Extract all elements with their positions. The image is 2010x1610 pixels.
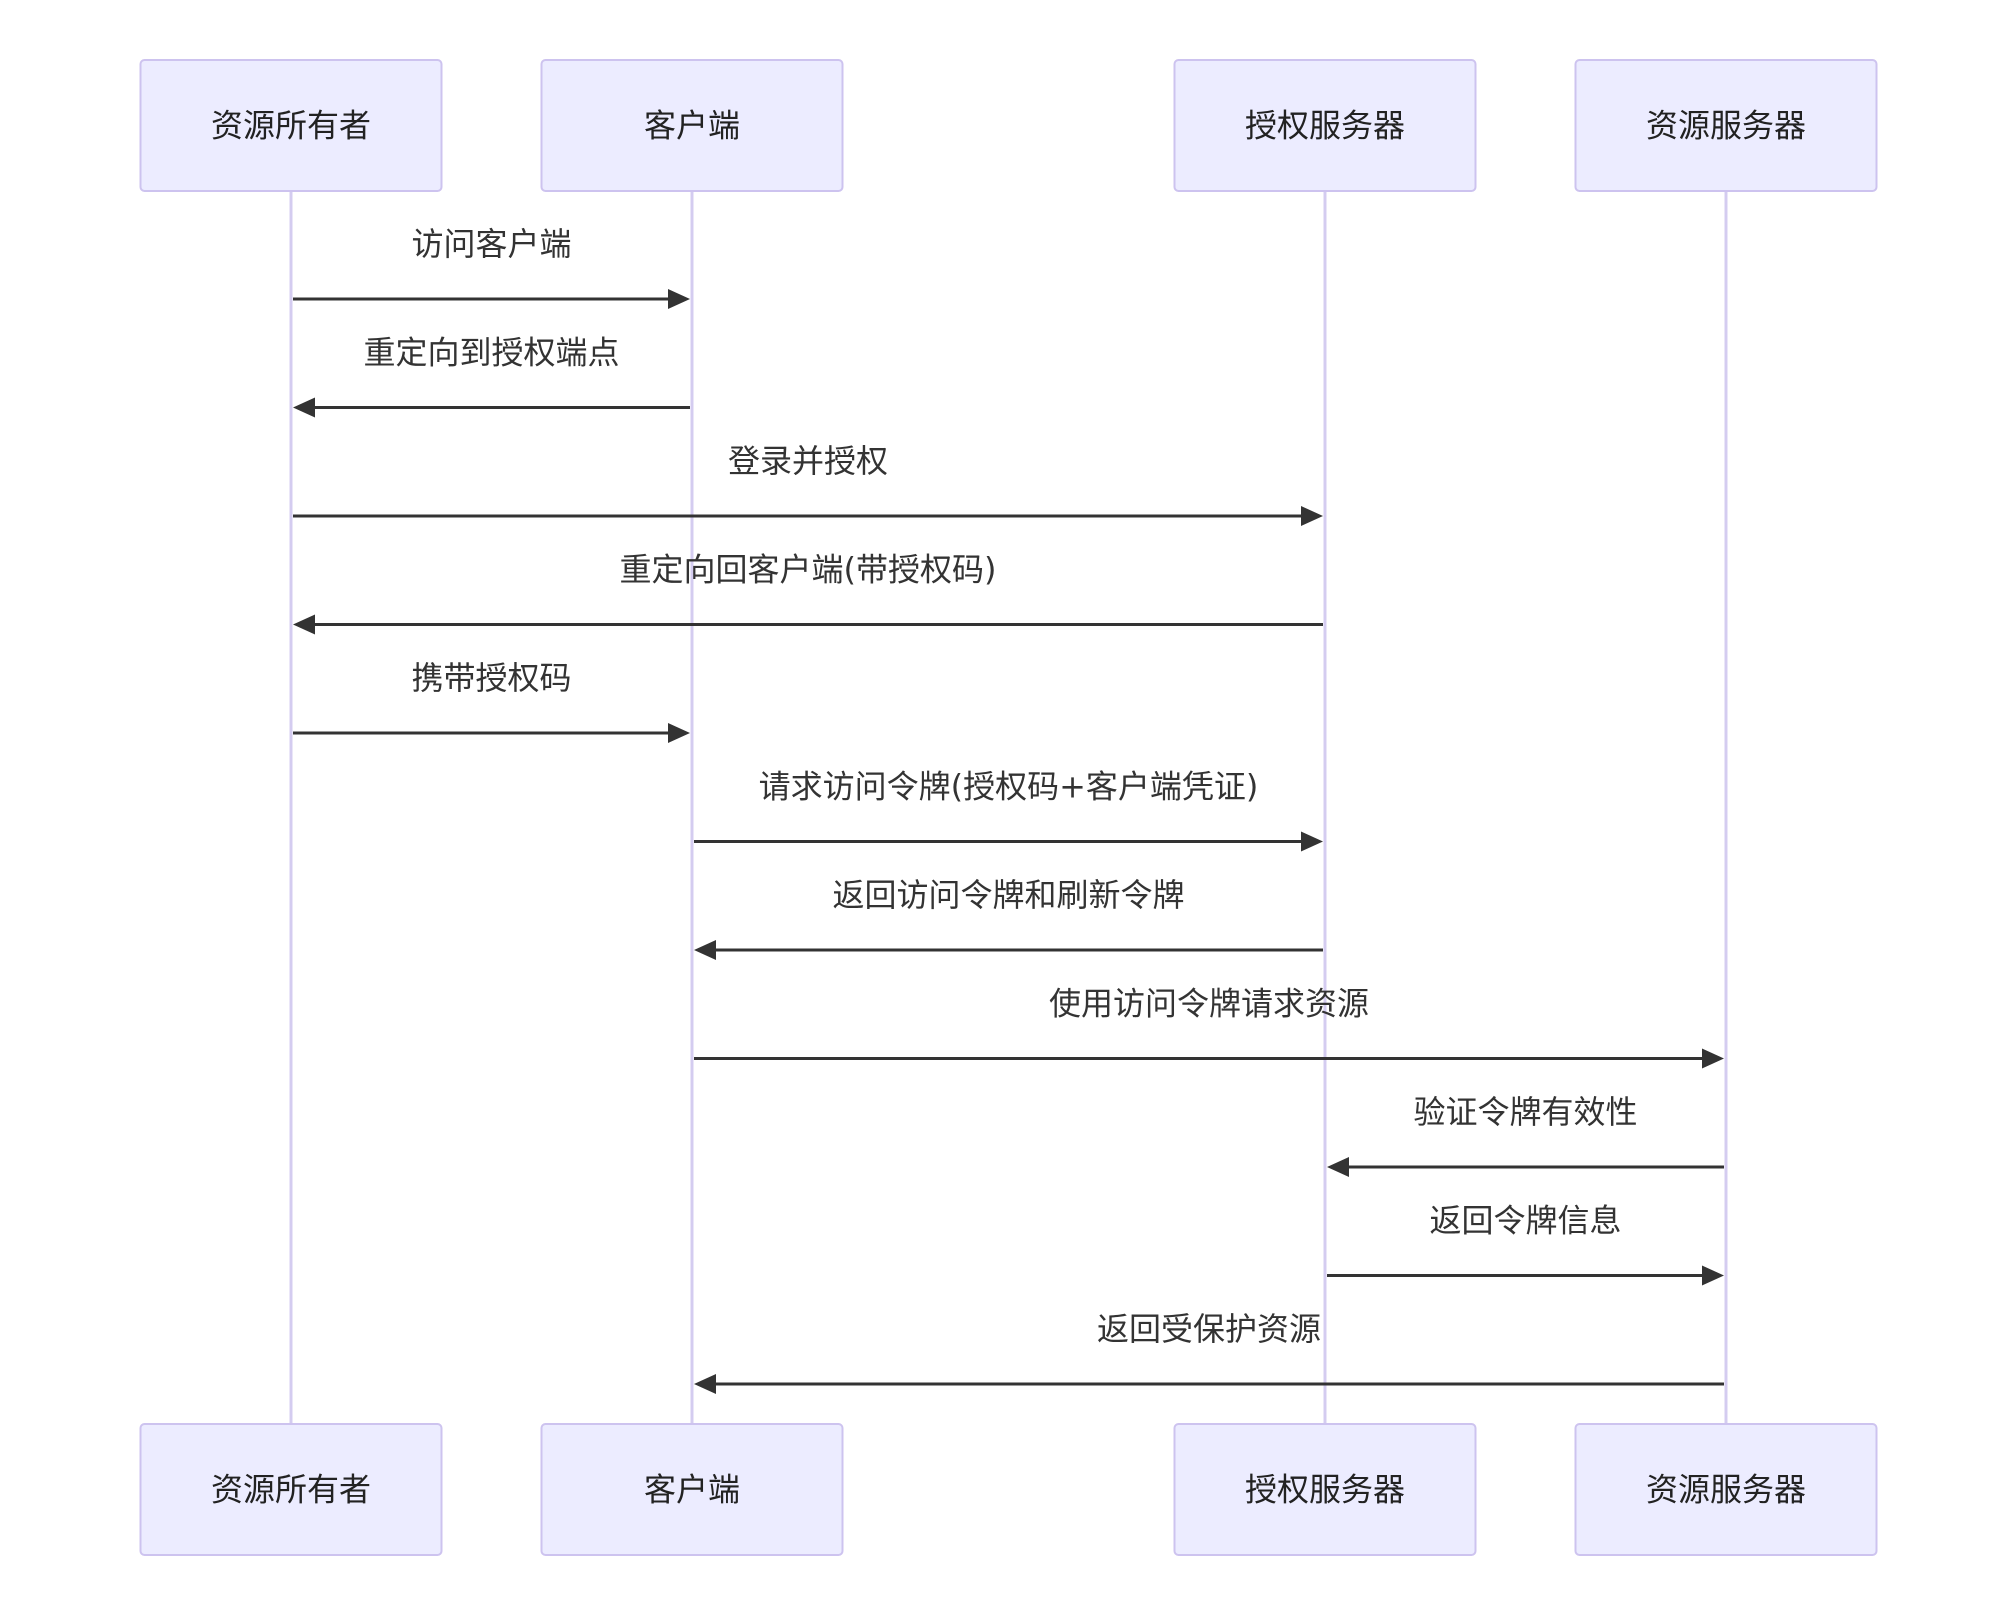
message-label: 返回受保护资源 (1097, 1310, 1321, 1348)
message-2: 重定向到授权端点 (293, 334, 690, 418)
message-11: 返回受保护资源 (694, 1310, 1724, 1394)
message-label: 携带授权码 (411, 659, 571, 697)
message-4: 重定向回客户端(带授权码) (293, 551, 1323, 635)
arrow-head-icon (1702, 1048, 1724, 1069)
message-label: 重定向到授权端点 (363, 334, 619, 372)
arrow-head-icon (293, 614, 315, 635)
actor-client-bottom: 客户端 (540, 1423, 844, 1556)
actor-resource-top: 资源服务器 (1574, 59, 1878, 192)
message-label: 登录并授权 (728, 442, 888, 480)
actor-client-top: 客户端 (540, 59, 844, 192)
message-label: 访问客户端 (411, 225, 571, 263)
actor-auth-bottom: 授权服务器 (1173, 1423, 1477, 1556)
actor-resource-bottom: 资源服务器 (1574, 1423, 1878, 1556)
actors-bottom: 资源所有者 客户端 授权服务器 资源服务器 (139, 1423, 1878, 1556)
actor-owner-top: 资源所有者 (139, 59, 443, 192)
actor-box (1173, 1423, 1477, 1556)
actor-box (139, 1423, 443, 1556)
arrow-head-icon (1301, 831, 1323, 852)
arrow-head-icon (668, 289, 690, 309)
actor-label: 客户端 (644, 1471, 740, 1509)
message-10: 返回令牌信息 (1327, 1202, 1724, 1286)
message-7: 返回访问令牌和刷新令牌 (694, 876, 1323, 960)
actor-label: 客户端 (644, 107, 740, 145)
arrow-head-icon (1702, 1265, 1724, 1286)
actor-owner-bottom: 资源所有者 (139, 1423, 443, 1556)
arrow-head-icon (293, 397, 315, 418)
arrow-head-icon (694, 1374, 716, 1394)
message-label: 返回令牌信息 (1429, 1202, 1621, 1240)
actor-box (139, 59, 443, 192)
actor-box (1574, 59, 1878, 192)
actor-label: 资源所有者 (211, 1471, 371, 1509)
arrow-head-icon (1301, 506, 1323, 526)
actor-box (540, 1423, 844, 1556)
arrow-head-icon (1327, 1157, 1349, 1177)
message-6: 请求访问令牌(授权码+客户端凭证) (694, 768, 1323, 852)
message-9: 验证令牌有效性 (1327, 1093, 1724, 1177)
actor-auth-top: 授权服务器 (1173, 59, 1477, 192)
message-label: 重定向回客户端(带授权码) (620, 551, 997, 589)
actor-label: 资源服务器 (1646, 107, 1806, 145)
lifelines (289, 191, 1728, 1424)
actor-label: 授权服务器 (1245, 1471, 1405, 1509)
actor-box (1574, 1423, 1878, 1556)
arrow-head-icon (694, 940, 716, 960)
message-3: 登录并授权 (293, 442, 1323, 526)
actor-label: 授权服务器 (1245, 107, 1405, 145)
actor-label: 资源所有者 (211, 107, 371, 145)
actor-box (1173, 59, 1477, 192)
message-label: 使用访问令牌请求资源 (1049, 985, 1369, 1023)
message-label: 验证令牌有效性 (1413, 1093, 1637, 1131)
message-5: 携带授权码 (293, 659, 690, 743)
message-8: 使用访问令牌请求资源 (694, 985, 1724, 1069)
actors-top: 资源所有者 客户端 授权服务器 资源服务器 (139, 59, 1878, 192)
message-1: 访问客户端 (293, 225, 690, 309)
arrow-head-icon (668, 723, 690, 743)
actor-box (540, 59, 844, 192)
message-label: 返回访问令牌和刷新令牌 (832, 876, 1184, 914)
actor-label: 资源服务器 (1646, 1471, 1806, 1509)
message-label: 请求访问令牌(授权码+客户端凭证) (759, 768, 1259, 806)
